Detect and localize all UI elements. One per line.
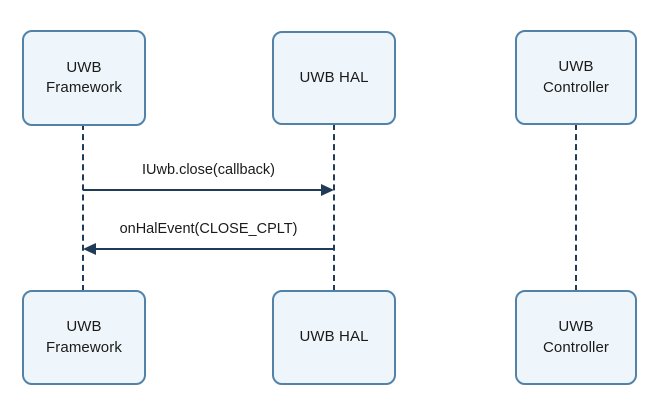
- message-text-iuwb-close: IUwb.close(callback): [142, 162, 275, 178]
- arrowhead-left-onhalevent: [83, 243, 96, 255]
- actor-box-top-uwb-framework[interactable]: UWB Framework: [22, 30, 146, 126]
- actor-box-bottom-uwb-hal[interactable]: UWB HAL: [272, 290, 396, 385]
- actor-box-bottom-uwb-framework[interactable]: UWB Framework: [22, 290, 146, 385]
- actor-label-uwb-framework-bottom: UWB Framework: [46, 318, 122, 356]
- actor-box-bottom-uwb-controller[interactable]: UWB Controller: [515, 290, 637, 385]
- message-label-onhalevent: onHalEvent(CLOSE_CPLT): [83, 221, 334, 237]
- message-line-iuwb-close: [83, 189, 331, 191]
- actor-label-uwb-hal-top: UWB HAL: [299, 68, 369, 86]
- message-text-onhalevent: onHalEvent(CLOSE_CPLT): [119, 221, 298, 237]
- actor-label-uwb-hal-bottom: UWB HAL: [299, 328, 369, 346]
- actor-box-top-uwb-hal[interactable]: UWB HAL: [272, 31, 396, 125]
- lifeline-uwb-controller: [575, 124, 577, 291]
- message-line-onhalevent: [86, 248, 334, 250]
- actor-label-uwb-controller-top: UWB Controller: [542, 58, 610, 96]
- lifeline-uwb-framework: [82, 124, 84, 291]
- actor-label-uwb-controller-bottom: UWB Controller: [542, 318, 610, 356]
- actor-label-uwb-framework-top: UWB Framework: [46, 58, 122, 96]
- arrowhead-right-iuwb-close: [321, 184, 334, 196]
- actor-box-top-uwb-controller[interactable]: UWB Controller: [515, 30, 637, 125]
- lifeline-uwb-hal: [333, 124, 335, 291]
- message-label-iuwb-close: IUwb.close(callback): [83, 162, 334, 178]
